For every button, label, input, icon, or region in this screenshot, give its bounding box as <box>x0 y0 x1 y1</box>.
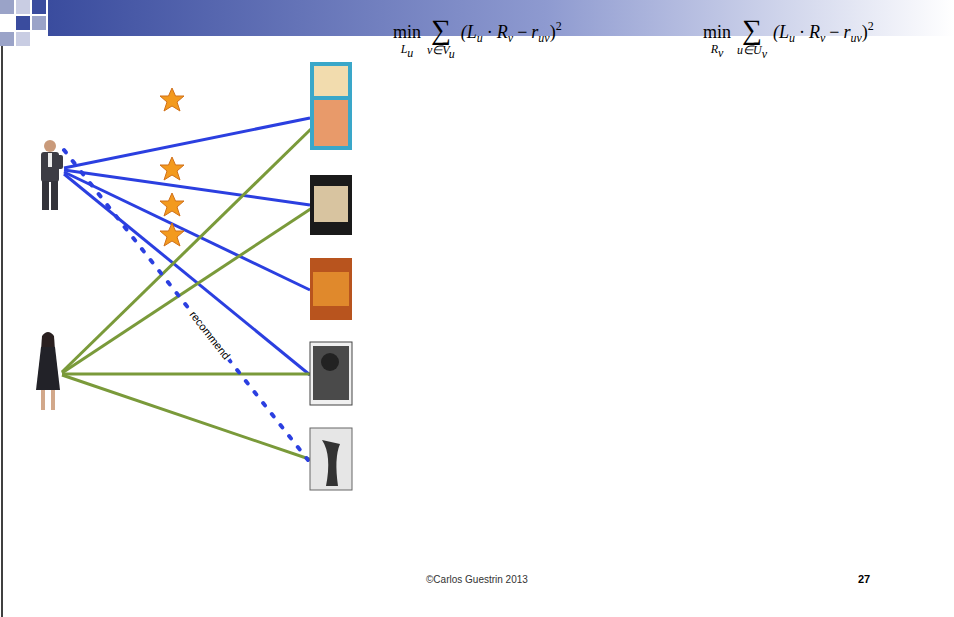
math-term: ) <box>550 22 556 42</box>
objective-formula: minLu∑v∈Vu(Lu·Rv−ruv)2 <box>393 22 562 56</box>
math-operator: − <box>517 22 527 42</box>
math-term: ) <box>862 22 868 42</box>
slide-border <box>1 46 3 617</box>
squared-error: (Lu ·Rv−ruv)2 <box>773 22 874 43</box>
corner-squares <box>0 0 46 46</box>
movie-posters <box>310 62 352 490</box>
page-number: 27 <box>858 573 870 585</box>
math-subscript: u <box>449 47 455 61</box>
math-exponent: 2 <box>868 19 874 33</box>
math-subscript: v <box>762 47 767 61</box>
math-term: (L <box>773 22 789 42</box>
sum-operator: ∑u∈Uv <box>737 16 767 56</box>
squared-error: (Lu ·Rv−ruv)2 <box>461 22 562 43</box>
math-term: r <box>844 22 851 42</box>
objective-formula: minRv∑u∈Uv(Lu·Rv−ruv)2 <box>703 22 874 56</box>
min-limit: Rv <box>711 43 724 55</box>
math-term: R <box>809 22 820 42</box>
math-operator: · <box>487 22 493 42</box>
math-term: R <box>497 22 508 42</box>
math-term: r <box>531 22 538 42</box>
math-variable: L <box>401 42 408 56</box>
math-subscript: u <box>407 46 413 60</box>
min-operator: minRv <box>703 22 731 55</box>
edge-label: recommend <box>186 307 234 363</box>
math-term: (L <box>461 22 477 42</box>
woman-figure <box>36 332 60 410</box>
math-subscript: v <box>718 46 723 60</box>
math-operator: min <box>393 22 421 43</box>
sum-limit: v∈Vu <box>427 44 455 56</box>
min-operator: minLu <box>393 22 421 55</box>
copyright-note: ©Carlos Guestrin 2013 <box>426 574 528 585</box>
min-limit: Lu <box>401 43 414 55</box>
man-figure <box>41 140 63 210</box>
sum-symbol: ∑ <box>742 16 762 44</box>
math-operator: · <box>799 22 805 42</box>
math-variable: R <box>711 42 718 56</box>
sum-symbol: ∑ <box>431 16 451 44</box>
math-variable: v∈V <box>427 43 449 57</box>
math-operator: min <box>703 22 731 43</box>
rating-lines <box>62 118 312 460</box>
rating-stars <box>160 88 184 246</box>
math-exponent: 2 <box>556 19 562 33</box>
math-subscript: u <box>477 31 483 45</box>
math-subscript: u <box>789 31 795 45</box>
math-variable: u∈U <box>737 43 762 57</box>
math-subscript: uv <box>538 31 549 45</box>
math-subscript: v <box>820 31 825 45</box>
sum-limit: u∈Uv <box>737 44 767 56</box>
math-operator: − <box>829 22 839 42</box>
math-subscript: uv <box>851 31 862 45</box>
sum-operator: ∑v∈Vu <box>427 16 455 56</box>
math-subscript: v <box>508 31 513 45</box>
